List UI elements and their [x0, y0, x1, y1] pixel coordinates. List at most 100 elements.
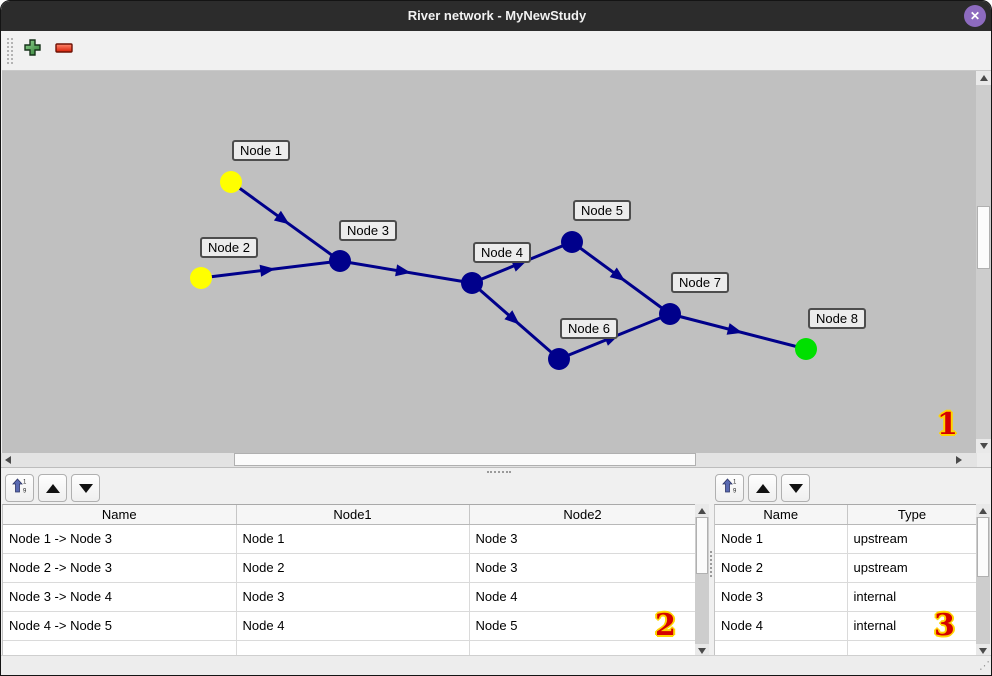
table-cell[interactable]: [236, 640, 470, 657]
table-cell[interactable]: Node 4: [236, 611, 470, 641]
scroll-thumb[interactable]: [234, 453, 696, 466]
close-button[interactable]: ✕: [964, 5, 986, 27]
table-cell[interactable]: Node 4: [715, 611, 848, 641]
table-cell[interactable]: Node 2: [236, 553, 470, 583]
table-cell[interactable]: upstream: [847, 553, 976, 583]
links-move-up-button[interactable]: [38, 474, 67, 502]
nodes-table-scrollbar[interactable]: [976, 504, 990, 657]
table-cell[interactable]: [847, 640, 976, 657]
add-button[interactable]: [19, 37, 45, 63]
status-bar: [1, 655, 991, 675]
scroll-thumb[interactable]: [977, 517, 989, 577]
table-cell[interactable]: [469, 640, 695, 657]
table-cell[interactable]: [715, 640, 848, 657]
node-circle[interactable]: [548, 348, 570, 370]
scroll-up-button[interactable]: [695, 504, 709, 517]
edge-arrowhead-icon: [273, 210, 290, 225]
node-circle[interactable]: [190, 267, 212, 289]
column-header[interactable]: Name: [3, 505, 237, 525]
scroll-down-button[interactable]: [976, 439, 991, 453]
toolbar-drag-handle[interactable]: [7, 38, 13, 64]
node-circle[interactable]: [329, 250, 351, 272]
edge-arrowhead-icon: [726, 323, 743, 335]
table-cell[interactable]: Node 4 -> Node 5: [3, 611, 237, 641]
column-header[interactable]: Node2: [469, 505, 695, 525]
table-cell[interactable]: [3, 640, 237, 657]
table-row[interactable]: [715, 640, 976, 657]
node-circle[interactable]: [561, 231, 583, 253]
edge-arrowhead-icon: [511, 260, 528, 272]
column-header[interactable]: Type: [847, 505, 976, 525]
table-cell[interactable]: Node 3: [715, 582, 848, 612]
table-cell[interactable]: Node 5: [469, 611, 695, 641]
node-circle[interactable]: [659, 303, 681, 325]
node-label[interactable]: Node 5: [573, 200, 631, 221]
column-header[interactable]: Node1: [236, 505, 470, 525]
nodes-move-down-button[interactable]: [781, 474, 810, 502]
right-arrow-icon: [955, 456, 962, 464]
nodes-sort-button[interactable]: 1 9: [715, 474, 744, 502]
node-label[interactable]: Node 8: [808, 308, 866, 329]
table-cell[interactable]: internal: [847, 582, 976, 612]
annotation-number: 2: [655, 608, 676, 643]
node-circle[interactable]: [795, 338, 817, 360]
table-cell[interactable]: Node 1: [715, 524, 848, 554]
node-label[interactable]: Node 4: [473, 242, 531, 263]
scroll-right-button[interactable]: [952, 453, 965, 467]
links-sort-button[interactable]: 1 9: [5, 474, 34, 502]
scroll-thumb[interactable]: [696, 517, 708, 574]
scroll-down-button[interactable]: [976, 644, 990, 657]
down-arrow-icon: [78, 483, 93, 493]
remove-button[interactable]: [51, 37, 77, 63]
scroll-down-button[interactable]: [695, 644, 709, 657]
node-circle[interactable]: [461, 272, 483, 294]
scroll-up-button[interactable]: [976, 504, 990, 517]
node-label[interactable]: Node 7: [671, 272, 729, 293]
node-circle[interactable]: [220, 171, 242, 193]
table-cell[interactable]: Node 3: [236, 582, 470, 612]
table-cell[interactable]: Node 3: [469, 553, 695, 583]
column-header[interactable]: Name: [715, 505, 848, 525]
table-cell[interactable]: Node 3: [469, 524, 695, 554]
links-table-scrollbar[interactable]: [695, 504, 709, 657]
scroll-up-button[interactable]: [976, 71, 991, 85]
table-cell[interactable]: Node 3 -> Node 4: [3, 582, 237, 612]
node-label[interactable]: Node 2: [200, 237, 258, 258]
up-arrow-icon: [979, 507, 987, 514]
table-cell[interactable]: Node 4: [469, 582, 695, 612]
titlebar[interactable]: River network - MyNewStudy ✕: [1, 1, 991, 31]
node-label[interactable]: Node 6: [560, 318, 618, 339]
table-cell[interactable]: Node 2 -> Node 3: [3, 553, 237, 583]
svg-text:9: 9: [733, 489, 737, 495]
canvas-horizontal-scrollbar[interactable]: [1, 453, 977, 467]
canvas-vertical-scrollbar[interactable]: [976, 71, 991, 453]
node-label[interactable]: Node 3: [339, 220, 397, 241]
table-cell[interactable]: internal: [847, 611, 976, 641]
table-cell[interactable]: upstream: [847, 524, 976, 554]
links-move-down-button[interactable]: [71, 474, 100, 502]
scroll-left-button[interactable]: [1, 453, 14, 467]
up-arrow-icon: [755, 483, 770, 493]
nodes-move-up-button[interactable]: [748, 474, 777, 502]
table-cell[interactable]: Node 1: [236, 524, 470, 554]
node-label[interactable]: Node 1: [232, 140, 290, 161]
table-row[interactable]: [3, 640, 695, 657]
table-splitter-handle[interactable]: [710, 551, 712, 577]
network-canvas[interactable]: Node 1 Node 2 Node 3 Node 4 Node 5 Node 6 Node…: [2, 71, 976, 453]
resize-grip-icon[interactable]: [976, 659, 990, 673]
scroll-thumb[interactable]: [977, 206, 990, 269]
pane-splitter[interactable]: [1, 467, 991, 473]
table-cell[interactable]: Node 1 -> Node 3: [3, 524, 237, 554]
table-cell[interactable]: Node 2: [715, 553, 848, 583]
